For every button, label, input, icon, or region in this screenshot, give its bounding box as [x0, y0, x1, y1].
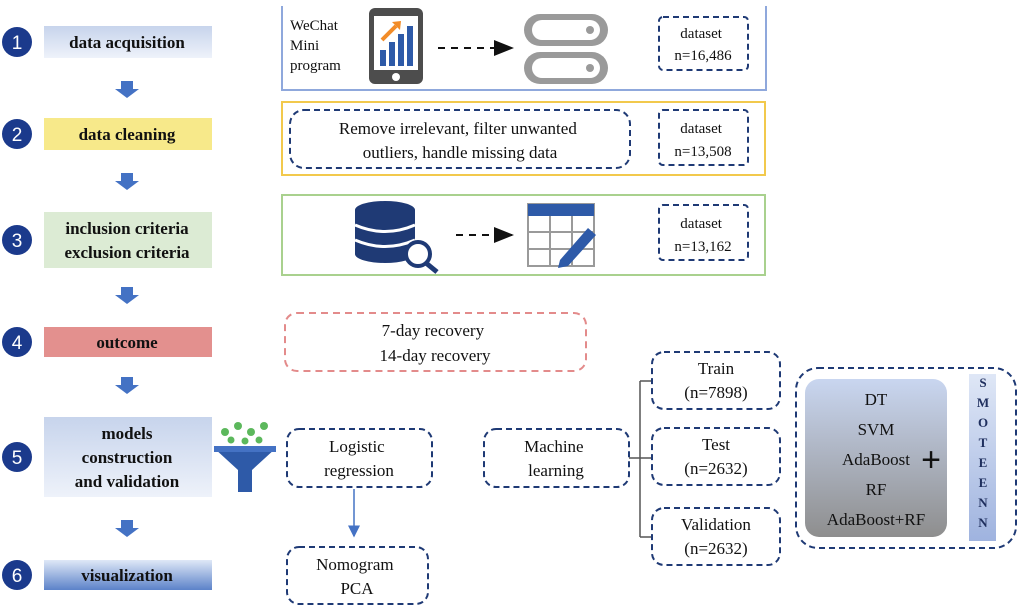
database-search-icon: [354, 201, 439, 274]
step-number-circle: [2, 225, 32, 255]
step-number-circle: [2, 327, 32, 357]
step-bar: [44, 560, 212, 590]
models-panel: Logistic regression Machine learning Tra…: [214, 351, 1017, 566]
step-label: outcome: [96, 333, 158, 352]
down-arrow-icon: [115, 377, 139, 394]
split-box: [651, 507, 781, 566]
cleaning-border: [281, 101, 766, 176]
down-arrow-icon: [115, 287, 139, 304]
dataset-box-2: [658, 109, 749, 166]
criteria-panel: dataset n=13,162: [281, 194, 766, 276]
dataset-box-3: [658, 204, 749, 261]
server-icon: [524, 14, 608, 84]
smoteenn-letter: M: [977, 395, 989, 410]
criteria-border: [281, 194, 766, 276]
outcome-box: [284, 312, 587, 372]
algorithm-label: AdaBoost+RF: [827, 510, 925, 529]
smoteenn-letter: N: [978, 515, 988, 530]
smoteenn-letter: E: [979, 455, 988, 470]
step-number-circle: [2, 560, 32, 590]
visualization-panel: Nomogram PCA: [286, 546, 429, 605]
down-arrow-icon: [115, 173, 139, 190]
cleaning-panel: Remove irrelevant, filter unwanted outli…: [281, 101, 766, 176]
step-number-circle: [2, 119, 32, 149]
split-test: Test(n=2632): [651, 427, 781, 486]
smoteenn-letter: N: [978, 495, 988, 510]
algorithm-label: AdaBoost: [842, 450, 910, 469]
process-steps: 1 data acquisition 2 data cleaning 3 inclusio…: [2, 26, 212, 590]
plus-sign: +: [921, 441, 941, 479]
split-text: Train(n=7898): [684, 359, 747, 402]
wechat-label: WeChat Mini program: [290, 18, 342, 74]
smoteenn-bar: [969, 374, 996, 541]
step-bar: [44, 118, 212, 150]
machine-learning-box: [483, 428, 630, 488]
split-text: Test(n=2632): [684, 435, 747, 478]
step-arrows: [115, 81, 139, 537]
step-number: 1: [12, 33, 23, 54]
nomogram-box: [286, 546, 429, 605]
step-bar: [44, 212, 212, 268]
split-train: Train(n=7898): [651, 351, 781, 410]
spreadsheet-edit-icon: [527, 203, 596, 268]
nomogram-text: Nomogram PCA: [316, 555, 398, 598]
step-number-circle: [2, 442, 32, 472]
step-bar: [44, 327, 212, 357]
phone-icon: [369, 8, 423, 84]
step-6: 6 visualization: [2, 560, 212, 590]
smoteenn-letter: S: [979, 375, 986, 390]
dataset-2-text: dataset n=13,508: [674, 121, 731, 160]
smoteenn-letter: O: [978, 415, 988, 430]
step-number: 4: [12, 333, 23, 354]
step-label: visualization: [81, 566, 173, 585]
algorithm-label: DT: [865, 390, 888, 409]
dataset-1-text: dataset n=16,486: [674, 26, 732, 64]
step-label: data acquisition: [69, 33, 185, 52]
cleaning-text-box: [289, 109, 631, 169]
outcome-text: 7-day recovery 14-day recovery: [380, 321, 491, 365]
step-number: 5: [12, 448, 23, 469]
step-bar: [44, 417, 212, 497]
down-arrow-icon: [115, 81, 139, 98]
step-number-circle: [2, 27, 32, 57]
step-bar: [44, 26, 212, 58]
machine-learning-text: Machine learning: [524, 437, 588, 480]
step-2: 2 data cleaning: [2, 118, 212, 150]
split-text: Validation(n=2632): [681, 515, 751, 558]
dataset-box-1: [658, 16, 749, 71]
split-box: [651, 427, 781, 486]
cleaning-text: Remove irrelevant, filter unwanted outli…: [339, 119, 581, 162]
algorithm-label: SVM: [858, 420, 895, 439]
dataset-3-text: dataset n=13,162: [674, 216, 731, 255]
down-arrow-icon: [115, 520, 139, 537]
step-label: data cleaning: [79, 125, 176, 144]
acquisition-panel: WeChat Mini program dataset: [281, 6, 767, 91]
acquisition-border: [281, 6, 767, 91]
algorithm-label: RF: [866, 480, 887, 499]
smoteenn-letter: E: [979, 475, 988, 490]
funnel-icon: [214, 422, 276, 492]
logistic-box: [286, 428, 433, 488]
logistic-text: Logistic regression: [324, 437, 394, 480]
split-box: [651, 351, 781, 410]
split-bracket: [629, 380, 652, 538]
outcome-panel: 7-day recovery 14-day recovery: [284, 312, 587, 372]
data-splits: Train(n=7898) Test(n=2632) Validation(n=26…: [651, 351, 781, 566]
step-4: 4 outcome: [2, 327, 212, 357]
step-1: 1 data acquisition: [2, 26, 212, 58]
step-number: 2: [12, 125, 23, 146]
split-validation: Validation(n=2632): [651, 507, 781, 566]
step-number: 3: [12, 231, 23, 252]
smoteenn-letter: T: [979, 435, 988, 450]
step-number: 6: [12, 566, 23, 587]
algorithms-box: [805, 379, 947, 537]
